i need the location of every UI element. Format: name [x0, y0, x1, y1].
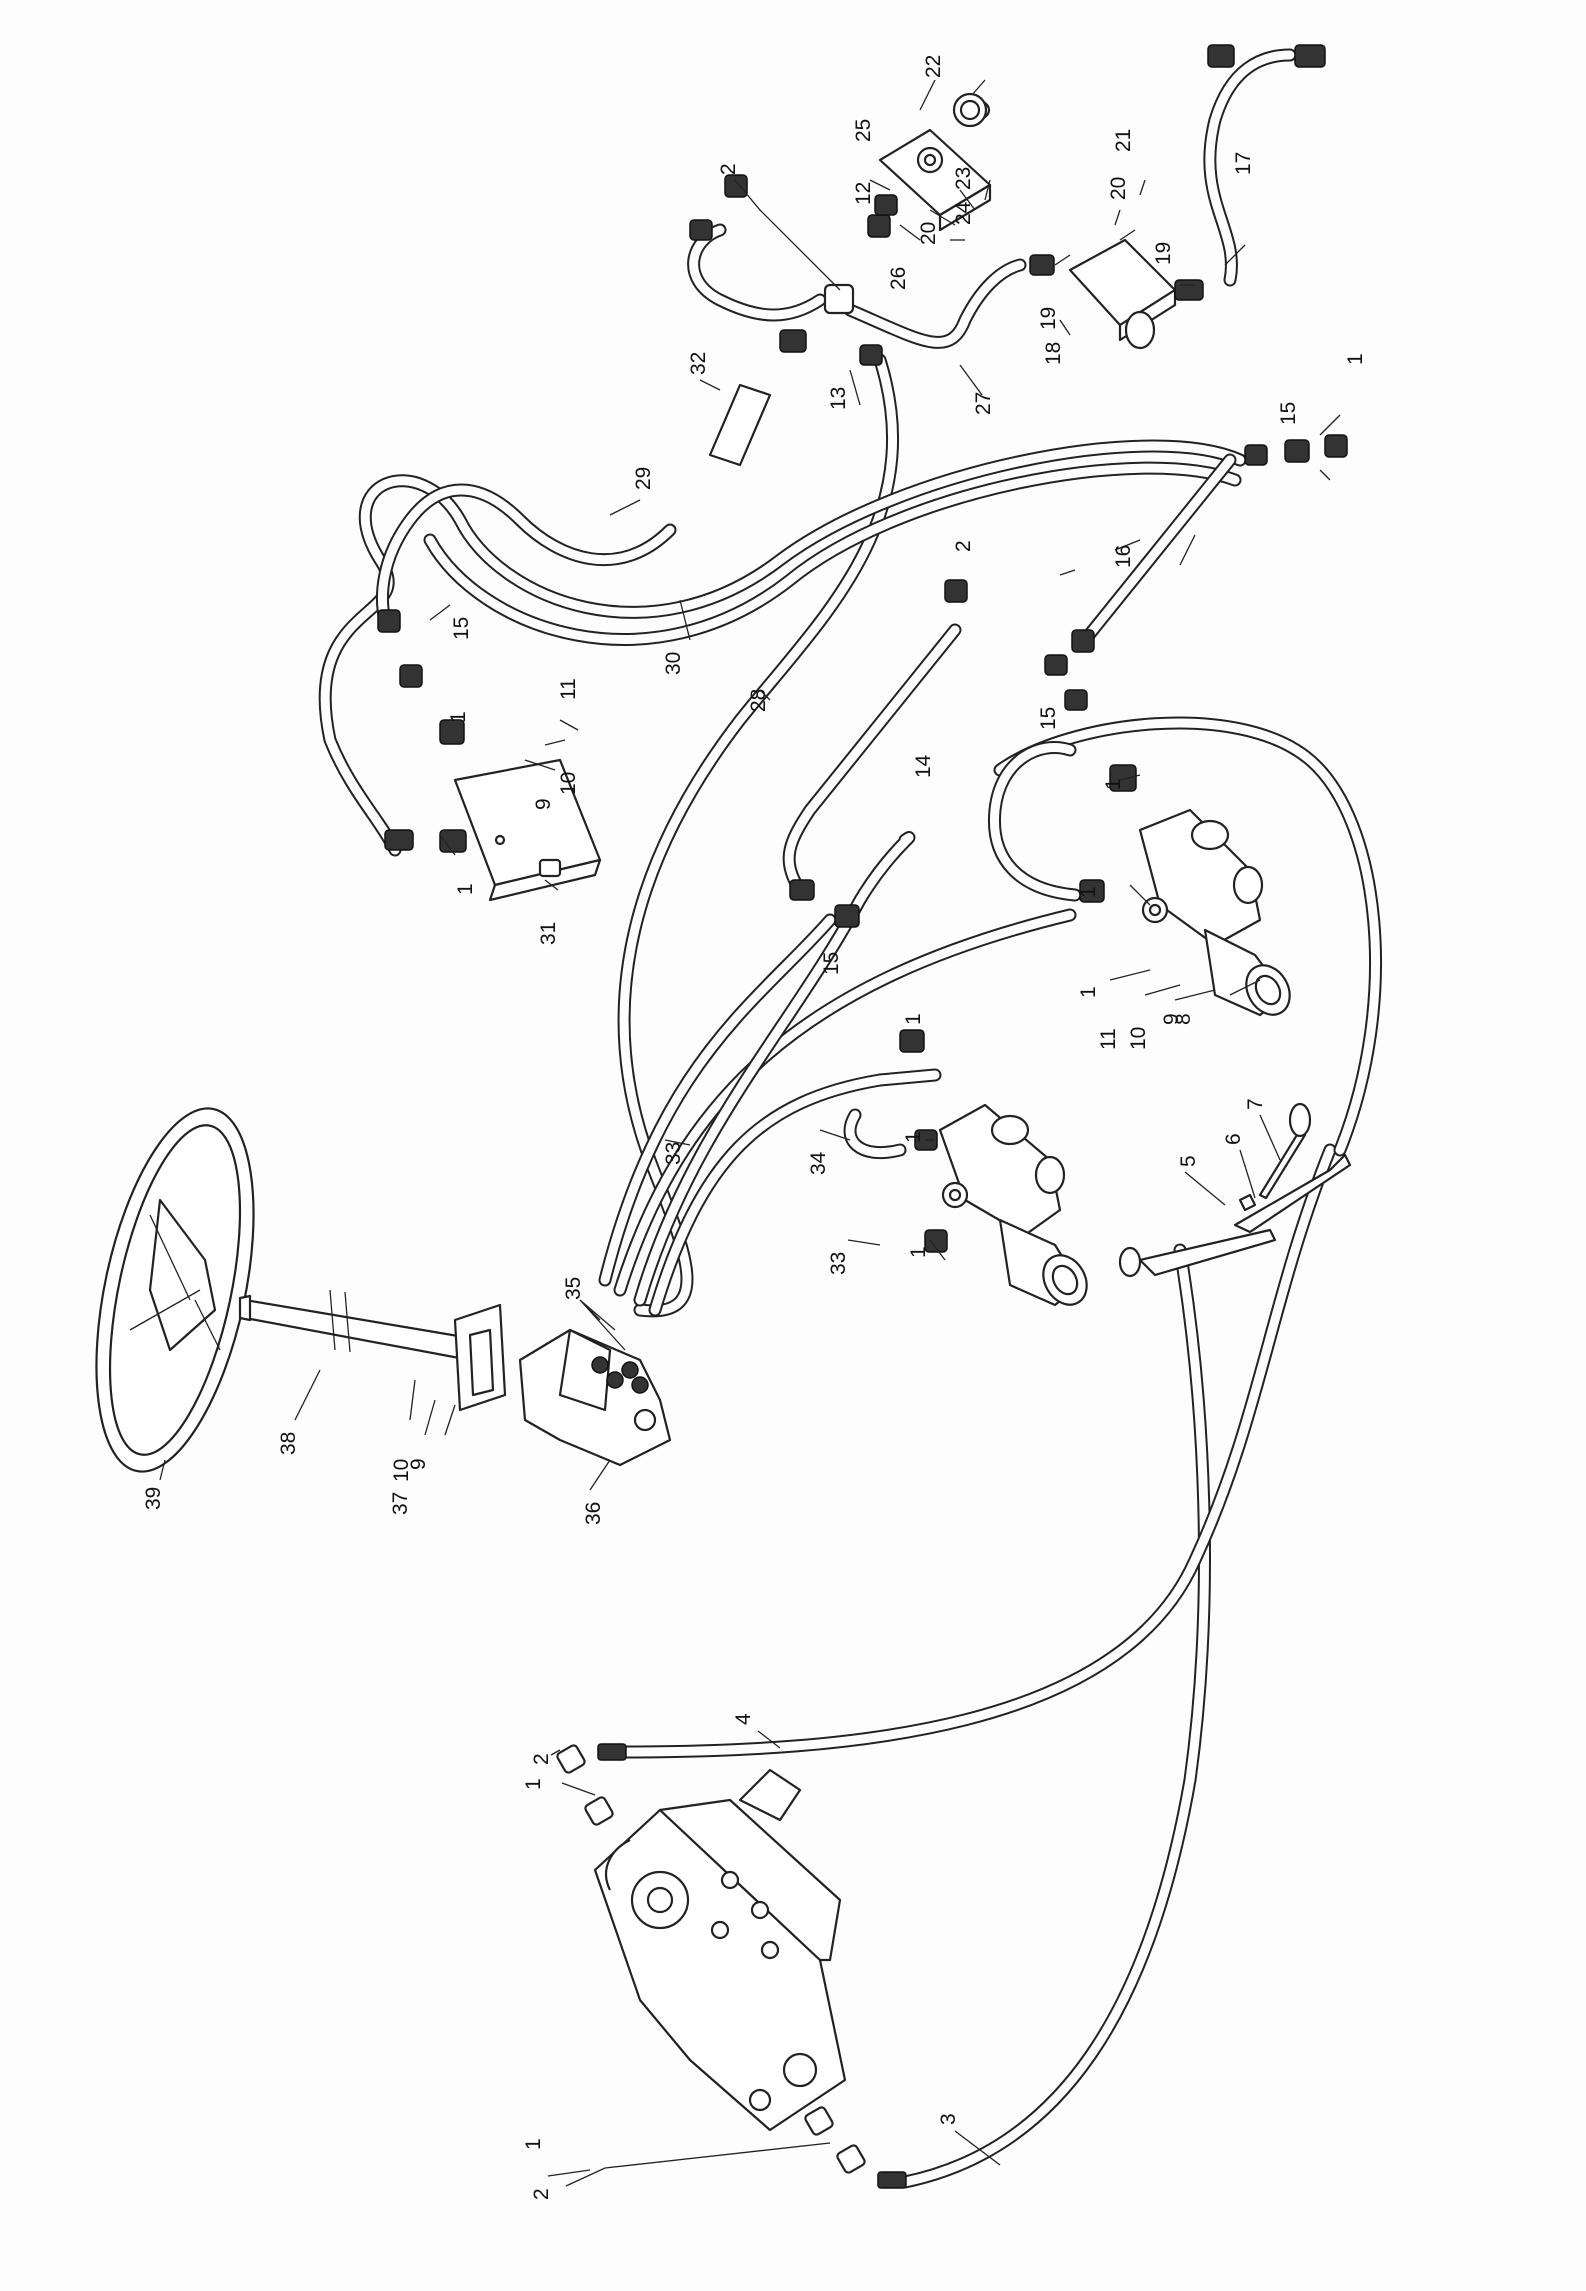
callout-26: 26	[887, 267, 910, 290]
callout-9: 9	[407, 1458, 430, 1470]
hose-lower-valve-loop	[843, 1108, 907, 1160]
callout-3: 3	[937, 2113, 960, 2125]
callout-1: 1	[522, 2138, 545, 2150]
callout-38: 38	[277, 1432, 300, 1455]
hose-29	[376, 483, 677, 627]
callout-2: 2	[530, 2188, 553, 2200]
hose-17	[1203, 48, 1297, 287]
callout-25: 25	[852, 119, 875, 142]
callout-34: 34	[807, 1151, 830, 1175]
callout-12: 12	[852, 182, 875, 205]
callout-31: 31	[537, 922, 560, 945]
callout-2: 2	[952, 540, 975, 552]
misc-fittings	[377, 44, 1348, 1253]
callout-1: 1	[1077, 986, 1100, 998]
callout-15: 15	[450, 617, 473, 640]
pump-fittings	[556, 1743, 907, 2189]
callout-10: 10	[557, 772, 580, 795]
callout-20: 20	[1107, 177, 1130, 200]
callout-1: 1	[907, 1246, 930, 1258]
tee-fitting-13	[779, 283, 883, 366]
callout-15: 15	[820, 952, 843, 975]
callout-numbers: 1 1 1 1 1 1 1 1 1 1 1 2 2 2 2 3 4 5 6 7 …	[142, 55, 1367, 2200]
callout-11: 11	[557, 678, 580, 700]
hose-27	[843, 258, 1027, 349]
callout-22: 22	[922, 55, 945, 78]
callout-11: 11	[1097, 1028, 1120, 1050]
hose-3	[898, 1243, 1211, 2189]
callout-13: 13	[827, 387, 850, 410]
steering-wheel	[95, 1107, 255, 1473]
callout-10: 10	[390, 1459, 413, 1482]
hose-4	[613, 1143, 1337, 1759]
valve-block-18	[1068, 238, 1177, 350]
hose-lines	[318, 48, 1382, 2189]
callout-27: 27	[972, 392, 995, 415]
callout-32: 32	[687, 352, 710, 375]
callout-7: 7	[1244, 1098, 1267, 1110]
callout-19: 19	[1152, 242, 1175, 265]
callout-2: 2	[717, 163, 740, 175]
callout-9: 9	[1160, 1013, 1183, 1025]
callout-37: 37	[389, 1492, 412, 1515]
callout-2: 2	[530, 1753, 553, 1765]
hose-upper-valve-loop	[987, 741, 1082, 902]
brake-pedal	[1118, 1102, 1352, 1278]
callout-33: 33	[662, 1142, 685, 1165]
brake-valve-upper	[1138, 808, 1291, 1017]
callout-35: 35	[562, 1277, 585, 1300]
callout-30: 30	[662, 652, 685, 675]
callout-1: 1	[1344, 353, 1367, 365]
callout-16: 16	[1112, 545, 1135, 568]
callout-10: 10	[1127, 1027, 1150, 1050]
callout-15: 15	[1037, 707, 1060, 730]
callout-1: 1	[1102, 778, 1125, 790]
steering-column	[238, 1289, 507, 1412]
callout-39: 39	[142, 1487, 165, 1510]
callout-20: 20	[917, 222, 940, 245]
callout-5: 5	[1177, 1155, 1200, 1167]
hydraulic-pump	[593, 1768, 847, 2132]
callout-17: 17	[1232, 152, 1255, 175]
callout-1: 1	[1077, 886, 1100, 898]
valve-block-31	[453, 758, 602, 902]
callout-29: 29	[632, 467, 655, 490]
callout-8: 8	[1172, 1013, 1195, 1025]
callout-24: 24	[952, 201, 975, 225]
callout-18: 18	[1042, 342, 1065, 365]
callout-36: 36	[582, 1502, 605, 1525]
hose-return-loop	[993, 716, 1382, 1157]
hose-33-34-bundle	[598, 831, 1077, 1317]
hose-top-short	[687, 223, 827, 322]
callout-23: 23	[952, 167, 975, 190]
brake-valve-lower	[938, 1103, 1088, 1307]
callout-1: 1	[454, 883, 477, 895]
leader-lines	[159, 79, 1341, 2187]
callout-19: 19	[1037, 307, 1060, 330]
callout-28: 28	[747, 689, 770, 712]
callout-14: 14	[912, 754, 935, 778]
callout-33: 33	[827, 1252, 850, 1275]
hose-sleeve-32	[708, 383, 772, 467]
steering-unit	[518, 1328, 672, 1467]
callout-1: 1	[522, 1778, 545, 1790]
callout-4: 4	[732, 1713, 755, 1725]
callout-1: 1	[902, 1013, 925, 1025]
hose-28	[617, 353, 900, 1318]
callout-15: 15	[1277, 402, 1300, 425]
callout-1: 1	[902, 1131, 925, 1143]
callout-6: 6	[1222, 1133, 1245, 1145]
callout-21: 21	[1112, 129, 1135, 152]
callout-1: 1	[447, 711, 470, 723]
callout-9: 9	[532, 798, 555, 810]
hose-16	[1078, 453, 1237, 647]
